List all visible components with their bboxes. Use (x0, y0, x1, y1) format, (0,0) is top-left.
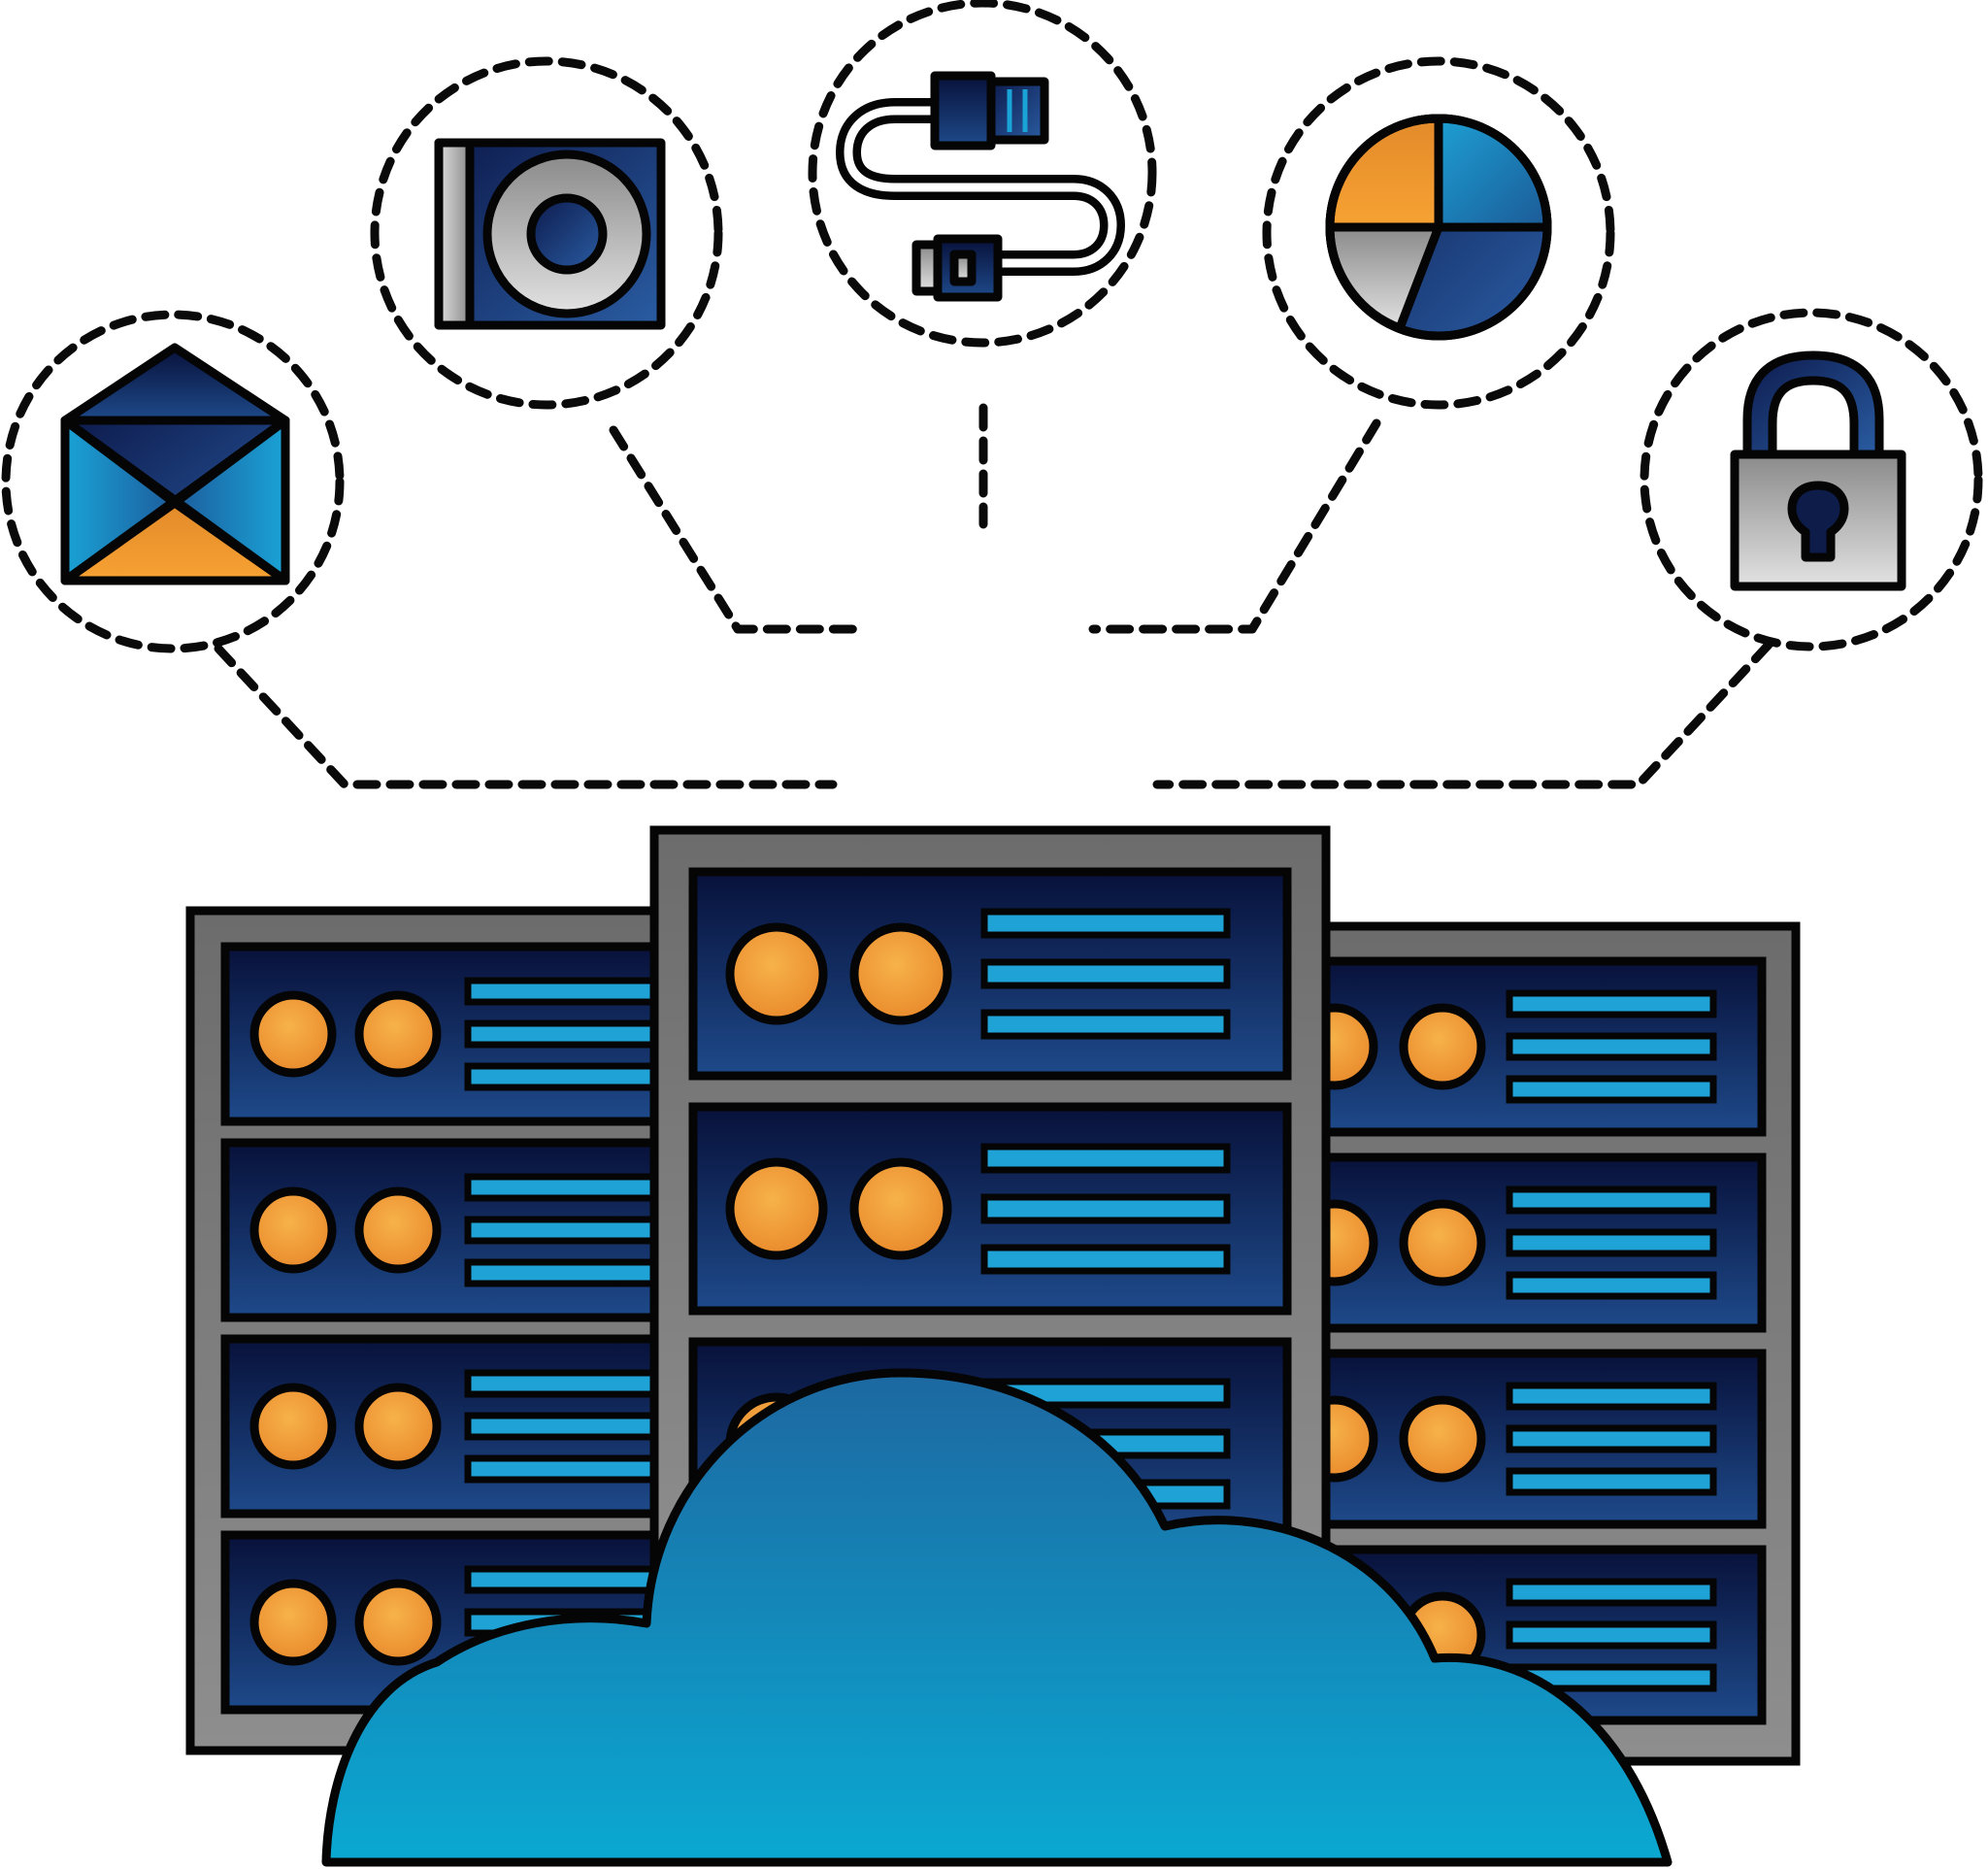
lock-bubble (1640, 308, 1983, 651)
status-light (354, 990, 442, 1078)
status-light (1399, 1199, 1486, 1286)
center-rack-server-unit (688, 1102, 1292, 1316)
status-light (249, 1186, 337, 1274)
drive-bay-slot (1506, 989, 1717, 1018)
left-rack-server-unit (220, 942, 686, 1126)
status-light (849, 1157, 952, 1260)
connector-lock (1152, 640, 1773, 789)
status-light (354, 1383, 442, 1470)
status-light (849, 922, 952, 1025)
connector-lines (214, 403, 1773, 789)
drive-bay-slot (1506, 1382, 1717, 1411)
center-rack-server-unit (688, 867, 1292, 1081)
status-light (249, 990, 337, 1078)
icon-bubbles (1, 0, 1983, 653)
drive-bay-slot (980, 1009, 1231, 1040)
drive-bay-slot (1506, 1032, 1717, 1061)
drive-bay-slot (464, 1019, 676, 1049)
drive-bay-slot (1506, 1271, 1717, 1300)
usb-bubble (808, 0, 1157, 348)
drive-bay-slot (464, 1412, 676, 1441)
padlock-icon (1730, 350, 1906, 591)
drive-bay-slot (980, 1143, 1231, 1174)
envelope-bubble (1, 310, 345, 653)
drive-bay-slot (980, 908, 1231, 939)
drive-bay-slot (464, 1173, 676, 1202)
envelope-icon (60, 343, 290, 585)
status-light (725, 922, 828, 1025)
drive-bay-slot (464, 1216, 676, 1245)
status-light (354, 1579, 442, 1666)
connector-envelope (214, 644, 838, 789)
drive-bay-slot (464, 1258, 676, 1287)
left-rack-server-unit (220, 1334, 686, 1519)
drive-bay-slot (1506, 1467, 1717, 1496)
chart-bubble (1262, 56, 1615, 410)
drive-bay-slot (464, 1062, 676, 1091)
drive-bay-slot (1506, 1620, 1717, 1650)
left-rack-server-unit (220, 1138, 686, 1322)
status-light (249, 1579, 337, 1666)
status-light (1399, 1003, 1486, 1090)
drive-bay-slot (980, 1193, 1231, 1224)
drive-bay-slot (464, 1454, 676, 1484)
hard-drive-icon (434, 138, 666, 330)
drive-bay-slot (980, 958, 1231, 989)
drive-bay-slot (1506, 1228, 1717, 1257)
right-rack-server-unit (1286, 1152, 1767, 1333)
drive-bay-slot (980, 1244, 1231, 1275)
right-rack-server-unit (1286, 1349, 1767, 1529)
server-rack-right (1286, 921, 1801, 1766)
connector-drive (609, 425, 869, 634)
status-light (725, 1157, 828, 1260)
right-rack-server-unit (1286, 956, 1767, 1137)
drive-bay-slot (1506, 1075, 1717, 1104)
cloud-shape (321, 1368, 1673, 1867)
drive-bay-slot (1506, 1185, 1717, 1215)
drive-bay-slot (464, 977, 676, 1006)
drive-bay-slot (1506, 1578, 1717, 1607)
drive-bubble (370, 56, 723, 410)
drive-bay-slot (464, 1565, 676, 1594)
drive-bay-slot (1506, 1424, 1717, 1453)
usb-cable-icon (835, 71, 1126, 302)
status-light (249, 1383, 337, 1470)
status-light (354, 1186, 442, 1274)
connector-chart (1088, 418, 1381, 634)
pie-chart-icon (1325, 114, 1552, 341)
status-light (1399, 1395, 1486, 1483)
drive-bay-slot (464, 1369, 676, 1398)
